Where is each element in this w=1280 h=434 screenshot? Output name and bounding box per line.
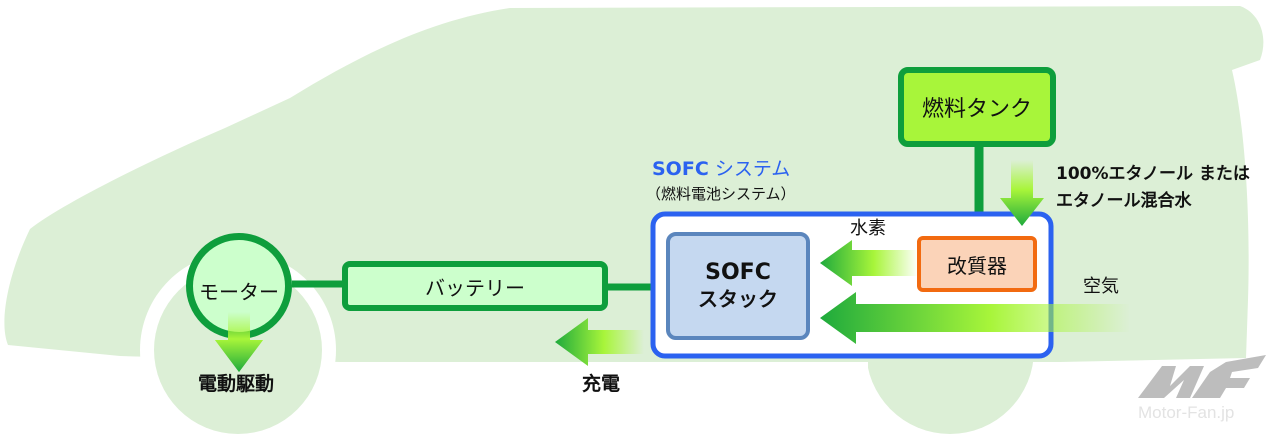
drive-label: 電動駆動 [198,373,275,395]
reformer-label: 改質器 [947,253,1007,278]
reformer-node: 改質器 [917,236,1037,292]
drive-arrow-overlay [215,312,263,372]
motor-fan-logo-icon [1138,355,1266,398]
fuel-description-line1: 100%エタノール または [1056,164,1250,184]
sofc-stack-label-line2: スタック [698,287,778,312]
air-flow-arrow [820,292,1130,344]
fuel-tank-label: 燃料タンク [921,97,1032,122]
hydrogen-flow-arrow [820,240,918,286]
fuel-description-line2: エタノール混合水 [1056,191,1192,211]
system-title: SOFC システム [652,160,790,179]
charge-label: 充電 [582,373,621,395]
sofc-stack-node: SOFC スタック [666,232,810,340]
watermark-text: Motor-Fan.jp [1138,403,1235,422]
motor-label: モーター [199,280,279,304]
sofc-stack-label-line1: SOFC [705,259,771,285]
charge-flow-arrow [555,318,644,366]
fuel-tank-node: 燃料タンク [898,67,1056,147]
system-title-prefix: SOFC [652,158,709,180]
fuel-supply-arrow [1000,160,1044,226]
battery-label: バッテリー [425,275,525,300]
battery-node: バッテリー [342,261,608,311]
system-subtitle: （燃料電池システム） [646,185,796,203]
air-label: 空気 [1083,276,1119,297]
system-title-suffix: システム [714,158,791,180]
hydrogen-label: 水素 [850,218,886,239]
